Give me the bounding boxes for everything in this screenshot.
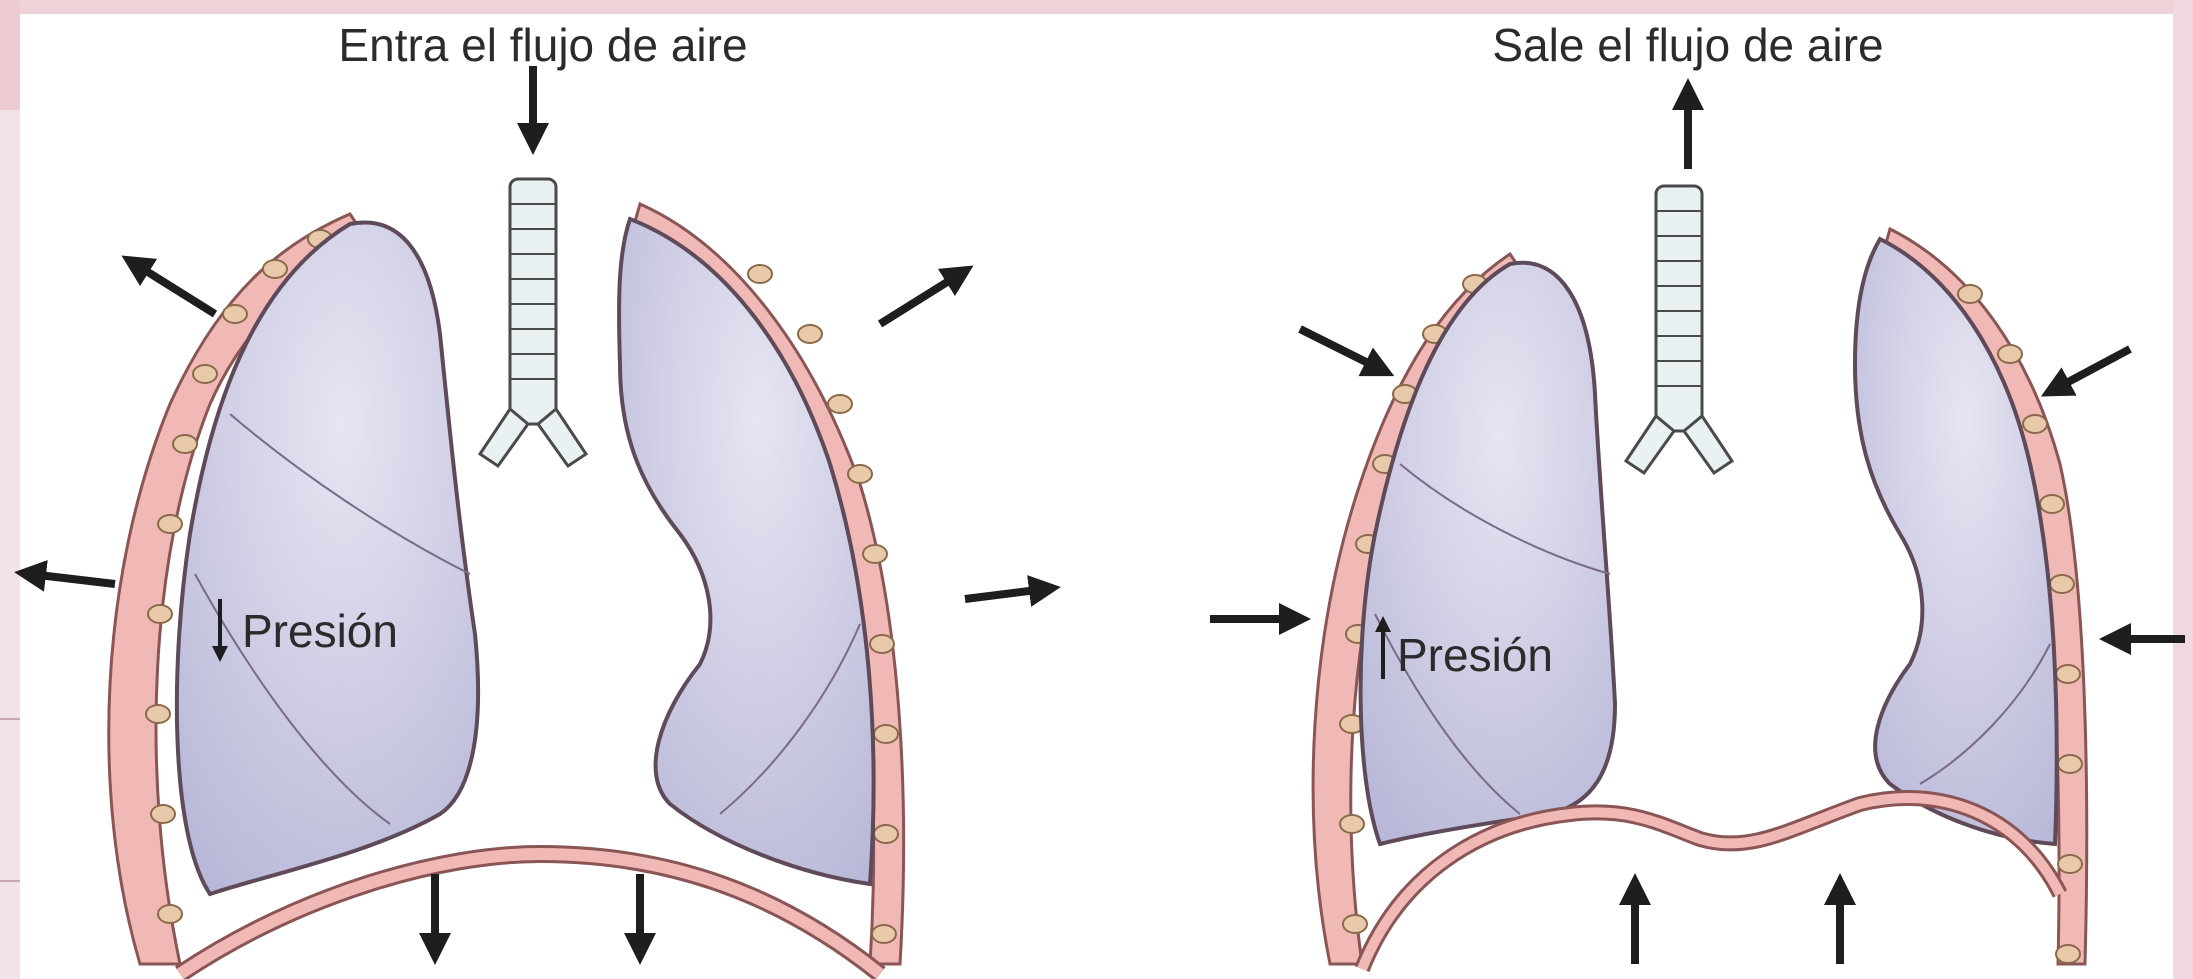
compression-arrow-upper-left	[1300, 329, 1380, 369]
inspiration-panel: Entra el flujo de aire Presión	[20, 14, 1080, 979]
inspiration-title: Entra el flujo de aire	[338, 18, 747, 72]
expiration-title: Sale el flujo de aire	[1492, 18, 1883, 72]
expansion-arrow-mid-right	[965, 589, 1045, 599]
expiration-panel: Sale el flujo de aire Presión	[1100, 14, 2173, 979]
trachea	[480, 179, 586, 466]
background-left-block	[0, 0, 20, 110]
right-lung	[1855, 239, 2057, 844]
pressure-label-expiration: Presión	[1397, 628, 1553, 682]
compression-arrow-upper-right	[2055, 349, 2130, 389]
expiration-diagram	[1100, 14, 2173, 979]
background-left-line	[0, 718, 20, 720]
expansion-arrow-upper-left	[135, 264, 215, 314]
expansion-arrow-upper-right	[880, 274, 960, 324]
inspiration-diagram	[20, 14, 1080, 979]
background-left-line	[0, 880, 20, 882]
panel-gap	[1080, 14, 1100, 979]
pressure-label-inspiration: Presión	[242, 604, 398, 658]
left-lung	[1361, 263, 1615, 844]
background-right-block	[2173, 0, 2193, 979]
expansion-arrow-mid-left	[30, 574, 115, 584]
trachea	[1626, 186, 1732, 473]
right-lung	[619, 219, 874, 884]
